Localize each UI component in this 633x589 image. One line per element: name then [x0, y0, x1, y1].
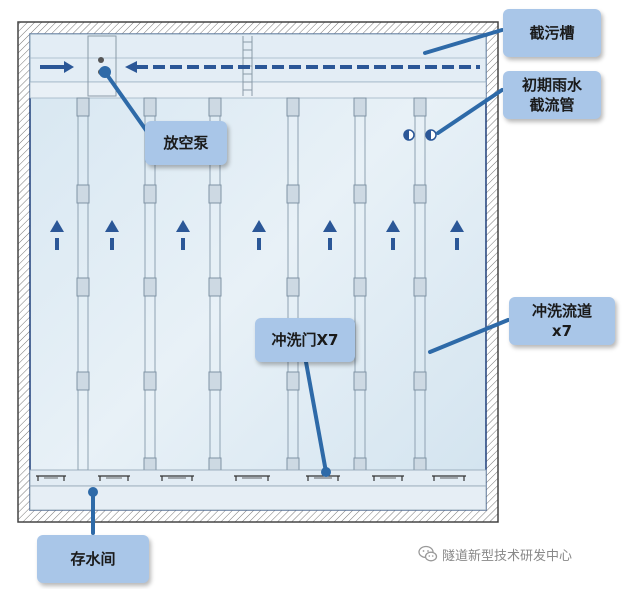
drain-pump-label: 放空泵 — [145, 121, 227, 165]
watermark-text: 隧道新型技术研发中心 — [442, 548, 573, 564]
flush-channel-label: 冲洗流道 x7 — [509, 297, 615, 345]
flush-gates — [36, 475, 466, 481]
flow-arrows-trough — [40, 61, 480, 73]
interception-trough — [29, 33, 487, 99]
flush-gate-label: 冲洗门X7 — [255, 318, 355, 362]
interception-trough-label: 截污槽 — [503, 9, 601, 57]
leader-lines — [88, 28, 510, 535]
water-room-label: 存水间 — [37, 535, 149, 583]
watermark: 隧道新型技术研发中心 — [418, 543, 618, 565]
pool-interior — [29, 33, 487, 511]
pump-chamber — [87, 35, 117, 97]
initial-rain-pipe-label: 初期雨水 截流管 — [503, 71, 601, 119]
wechat-icon — [418, 545, 438, 562]
pipe-symbols — [403, 129, 437, 141]
flow-arrows-channels — [50, 220, 464, 250]
column-blocks — [76, 97, 427, 475]
